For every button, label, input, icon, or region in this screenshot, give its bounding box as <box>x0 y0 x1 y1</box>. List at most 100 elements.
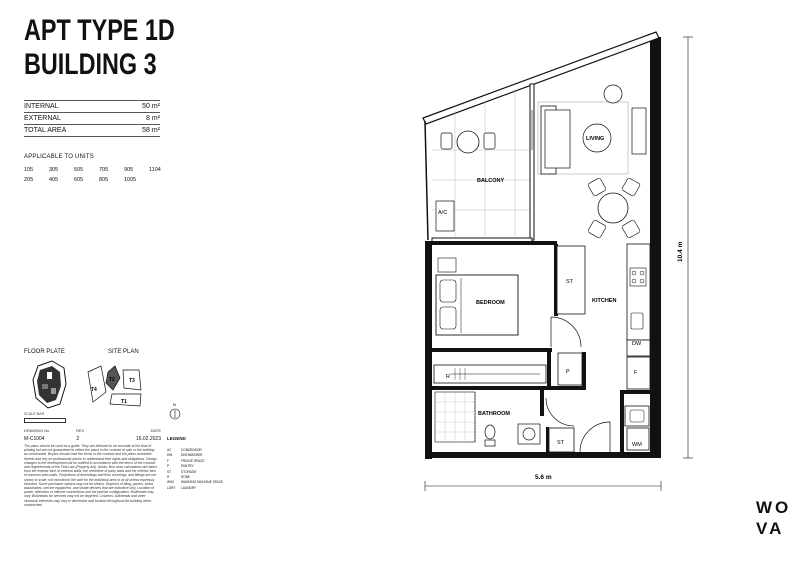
living-furniture <box>537 84 647 239</box>
site-plan-label: SITE PLAN <box>108 349 139 355</box>
brand-logo: WO VA <box>756 498 792 538</box>
north-label: N <box>173 402 176 407</box>
pantry-box <box>557 352 583 386</box>
unit-highlight <box>47 372 52 379</box>
scale-bar-label: SCALE BAR <box>24 412 45 416</box>
armchair <box>603 84 623 104</box>
site-t2: T2 <box>109 377 115 383</box>
title-line-1: APT TYPE 1D <box>24 14 175 47</box>
dimension-height-label: 10.4 m <box>677 242 684 262</box>
disclaimer-text: The plans should be used as a guide. The… <box>24 444 157 507</box>
unit-number: 405 <box>49 177 59 183</box>
bedroom-door <box>550 316 582 348</box>
rug <box>537 101 629 175</box>
label-ac: A/C <box>438 210 447 216</box>
room-label-living: LIVING <box>586 136 604 142</box>
bathroom-storage-box <box>548 427 575 453</box>
sink-icon <box>630 312 644 330</box>
label-st-kitchen: ST <box>566 279 574 285</box>
site-plan-map: T4 T2 T3 T1 <box>87 365 142 407</box>
balcony-table <box>456 130 480 154</box>
ac-unit <box>435 200 455 232</box>
dishwasher-box <box>626 339 651 357</box>
laundry-door <box>579 421 611 453</box>
outer-walls <box>422 31 661 459</box>
pillow-icon <box>439 279 457 303</box>
bathroom-door <box>545 397 575 427</box>
title-line-2: BUILDING 3 <box>24 48 157 81</box>
drawing-meta-labels: DRAWING No REV DATE <box>24 428 161 433</box>
room-label-bedroom: BEDROOM <box>476 300 505 306</box>
dining-chair <box>621 219 641 239</box>
legend-title: LEGEND <box>167 436 186 441</box>
floor-plate-label: FLOOR PLATE <box>24 349 65 355</box>
drawing-number: M-C1004 <box>24 436 45 442</box>
room-label-balcony: BALCONY <box>477 178 505 184</box>
unit-number: 1005 <box>124 177 137 183</box>
label-robe: R <box>446 374 450 380</box>
bed <box>435 257 519 336</box>
unit-number: 705 <box>99 167 109 173</box>
fridge-box <box>626 356 651 390</box>
site-t1: T1 <box>121 399 127 405</box>
drawing-date: 16.02.2023 <box>135 436 161 442</box>
dining-chair <box>621 177 641 197</box>
balcony-furniture <box>435 130 496 232</box>
robe <box>433 364 547 384</box>
internal-walls <box>432 241 650 454</box>
drawing-meta-values: M-C1004 2 16.02.2023 <box>24 436 161 442</box>
toilet-icon <box>484 424 496 440</box>
floor-plan: LIVING BALCONY BEDROOM KITCHEN BATHROOM … <box>422 31 661 459</box>
dining-table <box>597 192 629 224</box>
unit-number: 205 <box>24 177 34 183</box>
label-pantry: P <box>566 369 570 375</box>
dining-chair <box>587 219 607 239</box>
trough-icon <box>629 409 645 423</box>
label-fridge: F <box>634 370 638 376</box>
site-t3: T3 <box>129 378 135 384</box>
unit-number: 1104 <box>149 167 161 173</box>
room-label-bathroom: BATHROOM <box>478 411 510 417</box>
wm-box <box>626 427 650 451</box>
label-st-bath: ST <box>557 440 565 446</box>
tv-unit <box>631 107 647 155</box>
cooktop-icon <box>629 267 647 287</box>
balcony-chair <box>440 132 453 150</box>
unit-number: 905 <box>124 167 134 173</box>
pillow-icon <box>439 306 457 330</box>
unit-number: 305 <box>49 167 59 173</box>
plan-title: APT TYPE 1D BUILDING 3 <box>24 14 175 82</box>
balcony-tiles <box>432 89 530 240</box>
north-arrow: N <box>169 402 181 420</box>
dimension-width-label: 5.6 m <box>535 474 552 481</box>
scale-bar <box>24 418 66 423</box>
unit-number: 805 <box>99 177 109 183</box>
basin-icon <box>522 427 536 441</box>
label-dw: DW <box>632 341 642 347</box>
floor-plate-map <box>32 360 67 409</box>
dimension-width: 5.6 m <box>424 474 662 491</box>
unit-number: 105 <box>24 167 34 173</box>
room-label-kitchen: KITCHEN <box>592 298 616 304</box>
dining-chair <box>587 177 607 197</box>
balcony-chair <box>483 132 496 150</box>
unit-number: 505 <box>74 167 84 173</box>
bedside-table <box>437 257 457 273</box>
laundry-area <box>624 405 650 451</box>
coffee-table <box>582 123 612 153</box>
dimension-height: 10.4 m <box>677 36 693 459</box>
drawing-rev: 2 <box>76 436 80 442</box>
